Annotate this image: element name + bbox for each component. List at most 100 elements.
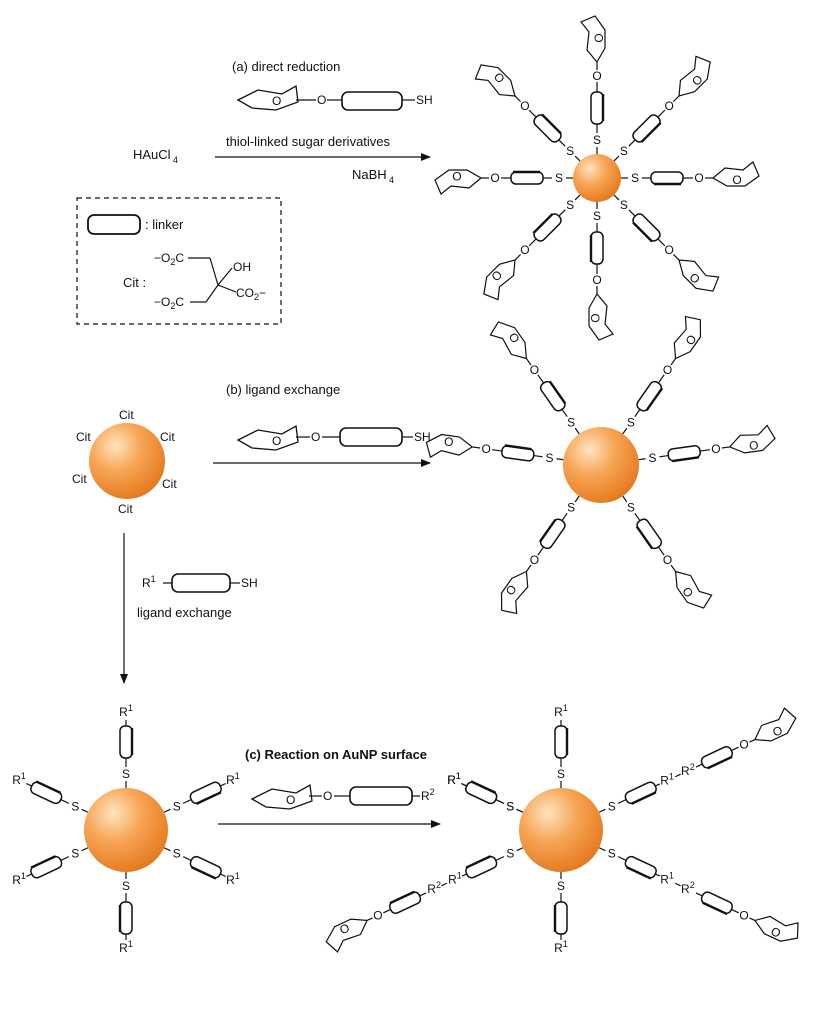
sulfur-atom: S	[71, 799, 79, 813]
sugar-ring: O	[588, 292, 614, 341]
linker-block	[118, 901, 133, 935]
linker-block	[636, 380, 664, 412]
sulfur-atom: S	[627, 501, 635, 515]
thiol-sh-a: SH	[416, 93, 433, 107]
sugar-ring: O	[673, 315, 702, 360]
sulfur-atom: S	[567, 415, 575, 429]
sulfur-atom: S	[631, 171, 639, 185]
sugar-ring: O	[678, 259, 720, 292]
linker-block	[119, 725, 134, 759]
sulfur-atom: S	[627, 415, 635, 429]
reaction-c-label: (c) Reaction on AuNP surface	[245, 747, 427, 762]
sulfur-atom: S	[566, 144, 574, 158]
svg-text:O: O	[323, 789, 332, 803]
legend-linker-label: : linker	[145, 217, 184, 232]
sulfur-atom: S	[608, 847, 616, 861]
linker-block	[465, 780, 498, 805]
linker-block	[667, 445, 701, 463]
r1-group: R1	[554, 939, 568, 955]
sulfur-atom: S	[122, 767, 130, 781]
linker-block	[590, 91, 605, 125]
sulfur-atom: S	[567, 501, 575, 515]
linker-block	[554, 725, 569, 759]
r1-group: R1	[119, 703, 133, 719]
sulfur-atom: S	[593, 133, 601, 147]
sugar-ring: O	[580, 15, 606, 64]
nabh4-label: NaBH 4	[352, 167, 394, 185]
linker-block	[30, 855, 63, 879]
svg-text:Cit: Cit	[76, 430, 91, 444]
thiol-linked-label: thiol-linked sugar derivatives	[226, 134, 391, 149]
citrate-structure: −O2C OH CO2− −O2C	[154, 251, 266, 311]
r2-group: R2	[681, 880, 695, 896]
ligand-exchange-label: ligand exchange	[137, 605, 232, 620]
ligand-exchange-b-label: (b) ligand exchange	[226, 382, 340, 397]
svg-text:SH: SH	[241, 576, 258, 590]
gold-core	[84, 788, 168, 872]
linker-block	[632, 213, 661, 243]
sugar-ring: O	[483, 259, 516, 301]
sulfur-atom: S	[557, 767, 565, 781]
sugar-ring: O	[754, 707, 797, 742]
ether-oxygen: O	[739, 908, 748, 922]
ring-oxygen: O	[683, 332, 700, 348]
svg-text:Cit: Cit	[118, 502, 133, 516]
citrate-capped-nanoparticle: Cit Cit Cit Cit Cit Cit	[72, 408, 177, 516]
r1-group: R1	[447, 771, 461, 787]
ether-oxygen: O	[481, 442, 490, 456]
linker-block	[501, 444, 535, 462]
r2-group: R2	[681, 762, 695, 778]
ether-oxygen: O	[490, 171, 499, 185]
sulfur-atom: S	[557, 879, 565, 893]
ether-oxygen: O	[373, 908, 382, 922]
linker-block	[388, 890, 422, 914]
linker-block	[189, 781, 222, 805]
ring-oxygen: O	[506, 330, 523, 346]
ring-oxygen: O	[488, 267, 505, 284]
direct-reduction-label: (a) direct reduction	[232, 59, 340, 74]
linker-block	[533, 113, 562, 143]
linker-block	[465, 855, 498, 879]
ether-oxygen: O	[663, 553, 672, 567]
linker-block	[553, 901, 568, 935]
sulfur-atom: S	[506, 799, 514, 813]
r1-group: R1	[226, 771, 240, 787]
linker-block	[30, 780, 63, 805]
linker-block	[539, 380, 567, 412]
sulfur-atom: S	[545, 451, 553, 465]
linker-block	[650, 171, 684, 186]
direct-reduction-reagent: (a) direct reduction O O SH	[232, 59, 433, 111]
ring-oxygen: O	[689, 72, 706, 89]
linker-block	[632, 114, 662, 143]
ether-oxygen: O	[592, 69, 601, 83]
r1-group: R1	[660, 772, 674, 788]
svg-text:O: O	[311, 430, 320, 444]
r1-group: R1	[12, 871, 26, 887]
ether-oxygen: O	[711, 442, 720, 456]
svg-text:O: O	[286, 793, 295, 807]
sulfur-atom: S	[506, 847, 514, 861]
gold-core	[563, 427, 639, 503]
sugar-ring: O	[325, 918, 368, 953]
sulfur-atom: S	[173, 799, 181, 813]
sugar-ring-reagent-a: O	[236, 84, 299, 111]
ether-oxygen: O	[530, 363, 539, 377]
ring-oxygen: O	[503, 582, 520, 598]
gold-core	[519, 788, 603, 872]
sulfur-atom: S	[173, 847, 181, 861]
r2-group: R2	[427, 880, 441, 896]
ring-oxygen: O	[686, 270, 703, 287]
svg-text:HAuCl: HAuCl	[133, 147, 171, 162]
linker-block	[532, 213, 562, 242]
ether-oxygen: O	[663, 363, 672, 377]
linker-block	[589, 231, 604, 265]
sugar-ring: O	[678, 55, 711, 97]
r1-group: R1	[447, 771, 461, 787]
ring-oxygen: O	[748, 438, 759, 453]
ether-oxygen: O	[664, 99, 673, 113]
ether-oxygen: O	[520, 99, 529, 113]
sugar-ring: O	[500, 570, 529, 615]
